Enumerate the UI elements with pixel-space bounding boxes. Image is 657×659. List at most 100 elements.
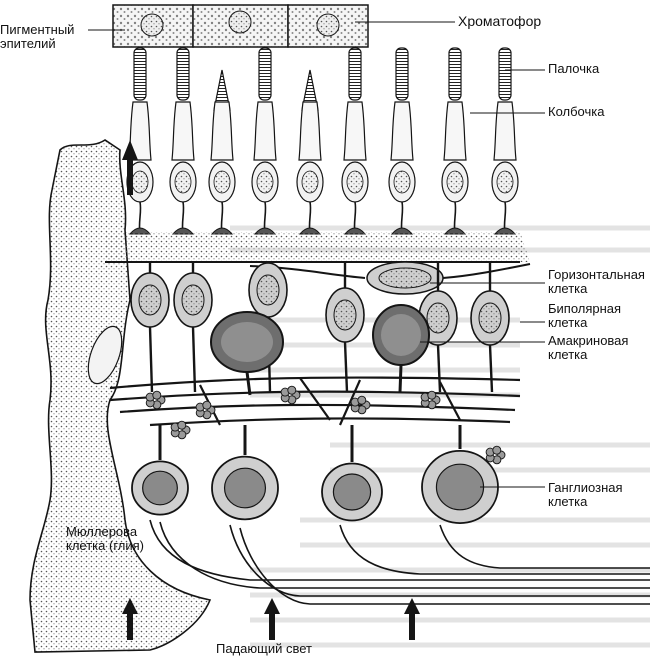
muller-cell-shape	[29, 139, 212, 653]
inner-segment	[128, 101, 152, 161]
horizontal-cell	[249, 261, 531, 295]
bipolar-cell	[130, 262, 170, 393]
ganglion-nucleus	[223, 467, 267, 509]
cone-cell	[296, 69, 324, 235]
label-horizontal-cell-line2: клетка	[548, 281, 588, 296]
ganglion-nucleus	[142, 470, 178, 506]
outer-plexiform-layer	[105, 232, 530, 262]
inner-segment	[493, 101, 517, 161]
label-pigment-epithelium-line1: Пигментный	[0, 22, 75, 37]
receptor-nucleus	[446, 170, 464, 194]
synapse-cluster	[195, 400, 216, 420]
label-incident-light: Падающий свет	[216, 641, 312, 656]
inner-segment	[210, 101, 234, 161]
ganglion-cell-layer	[131, 425, 499, 524]
synapse-bouton	[177, 420, 187, 430]
label-cone: Колбочка	[548, 104, 605, 119]
inner-segment	[171, 101, 195, 161]
ganglion-cell	[131, 425, 189, 516]
rod-cell	[388, 47, 416, 235]
rod-outer-segment	[348, 47, 362, 101]
synapse-bouton	[152, 390, 162, 400]
synapse-cluster	[420, 390, 441, 410]
inner-plexiform-layer	[109, 376, 521, 427]
rod-outer-segment	[448, 47, 462, 101]
label-ganglion-cell-line2: клетка	[548, 494, 588, 509]
label-muller-cell: Мюллерова клетка (глия)	[66, 525, 144, 553]
ganglion-nucleus	[435, 463, 485, 511]
rod-outer-segment	[176, 47, 190, 101]
rod-outer-segment	[258, 47, 272, 101]
label-rod: Палочка	[548, 61, 600, 76]
synapse-cluster	[170, 420, 191, 440]
ganglion-cell	[211, 425, 279, 521]
bipolar-axon	[436, 344, 442, 393]
cone-cell	[208, 69, 236, 235]
ganglion-nucleus	[332, 473, 372, 511]
amacrine-cells	[210, 304, 430, 396]
rod-outer-segment	[498, 47, 512, 101]
label-horizontal-cell-line1: Горизонтальная	[548, 267, 645, 282]
inner-segment	[298, 101, 322, 161]
bipolar-nucleus	[426, 302, 450, 334]
bipolar-nucleus	[138, 284, 162, 316]
rod-cell	[341, 47, 369, 235]
ganglion-cell	[321, 425, 383, 522]
bipolar-nucleus	[478, 302, 502, 334]
incident-light-arrows	[122, 140, 420, 640]
synapse-clusters	[145, 385, 506, 465]
synapse-cluster	[350, 395, 371, 415]
label-pigment-epithelium: Пигментный эпителий	[0, 23, 74, 51]
label-bipolar-cell-line1: Биполярная	[548, 301, 622, 316]
receptor-nucleus	[346, 170, 364, 194]
label-bipolar-cell: Биполярная клетка	[548, 302, 621, 330]
synapse-bouton	[427, 390, 437, 400]
rod-cell	[441, 47, 469, 235]
bipolar-axon	[488, 344, 494, 393]
receptor-nucleus	[496, 170, 514, 194]
label-amacrine-cell-line1: Амакриновая	[548, 333, 629, 348]
bipolar-nucleus	[181, 284, 205, 316]
label-pigment-epithelium-line2: эпителий	[0, 36, 56, 51]
bipolar-cell	[173, 262, 213, 393]
muller-inclusion	[87, 325, 123, 385]
synapse-cluster	[485, 445, 506, 465]
label-muller-cell-line1: Мюллерова	[66, 524, 138, 539]
bipolar-nucleus	[256, 274, 280, 306]
receptor-nucleus	[393, 170, 411, 194]
label-ganglion-cell: Ганглиозная клетка	[548, 481, 623, 509]
receptor-nucleus	[213, 170, 231, 194]
synapse-cluster	[280, 385, 301, 405]
bipolar-nucleus	[333, 299, 357, 331]
bipolar-cell	[248, 262, 288, 393]
receptor-nucleus	[301, 170, 319, 194]
photoreceptor-layer	[126, 47, 519, 235]
label-muller-cell-line2: клетка (глия)	[66, 538, 144, 553]
synapse-bouton	[202, 400, 212, 410]
inner-segment	[253, 101, 277, 161]
leader-lines	[88, 21, 545, 488]
ganglion-cell	[421, 425, 499, 524]
inner-segment	[443, 101, 467, 161]
synapse-bouton	[357, 395, 367, 405]
inner-segment	[390, 101, 414, 161]
synapse-bouton	[287, 385, 297, 395]
label-chromatophore: Хроматофор	[458, 13, 542, 29]
label-ganglion-cell-line1: Ганглиозная	[548, 480, 623, 495]
inner-segment	[343, 101, 367, 161]
rod-cell	[491, 47, 519, 235]
rod-outer-segment	[133, 47, 147, 101]
receptor-nucleus	[174, 170, 192, 194]
receptor-nucleus	[131, 170, 149, 194]
synapse-cluster	[145, 390, 166, 410]
label-amacrine-cell-line2: клетка	[548, 347, 588, 362]
bipolar-axon	[343, 341, 349, 393]
rod-cell	[169, 47, 197, 235]
label-amacrine-cell: Амакриновая клетка	[548, 334, 628, 362]
pigment-epithelium	[112, 4, 369, 48]
bipolar-axon	[148, 326, 154, 393]
label-horizontal-cell: Горизонтальная клетка	[548, 268, 645, 296]
rod-cell	[126, 47, 154, 235]
